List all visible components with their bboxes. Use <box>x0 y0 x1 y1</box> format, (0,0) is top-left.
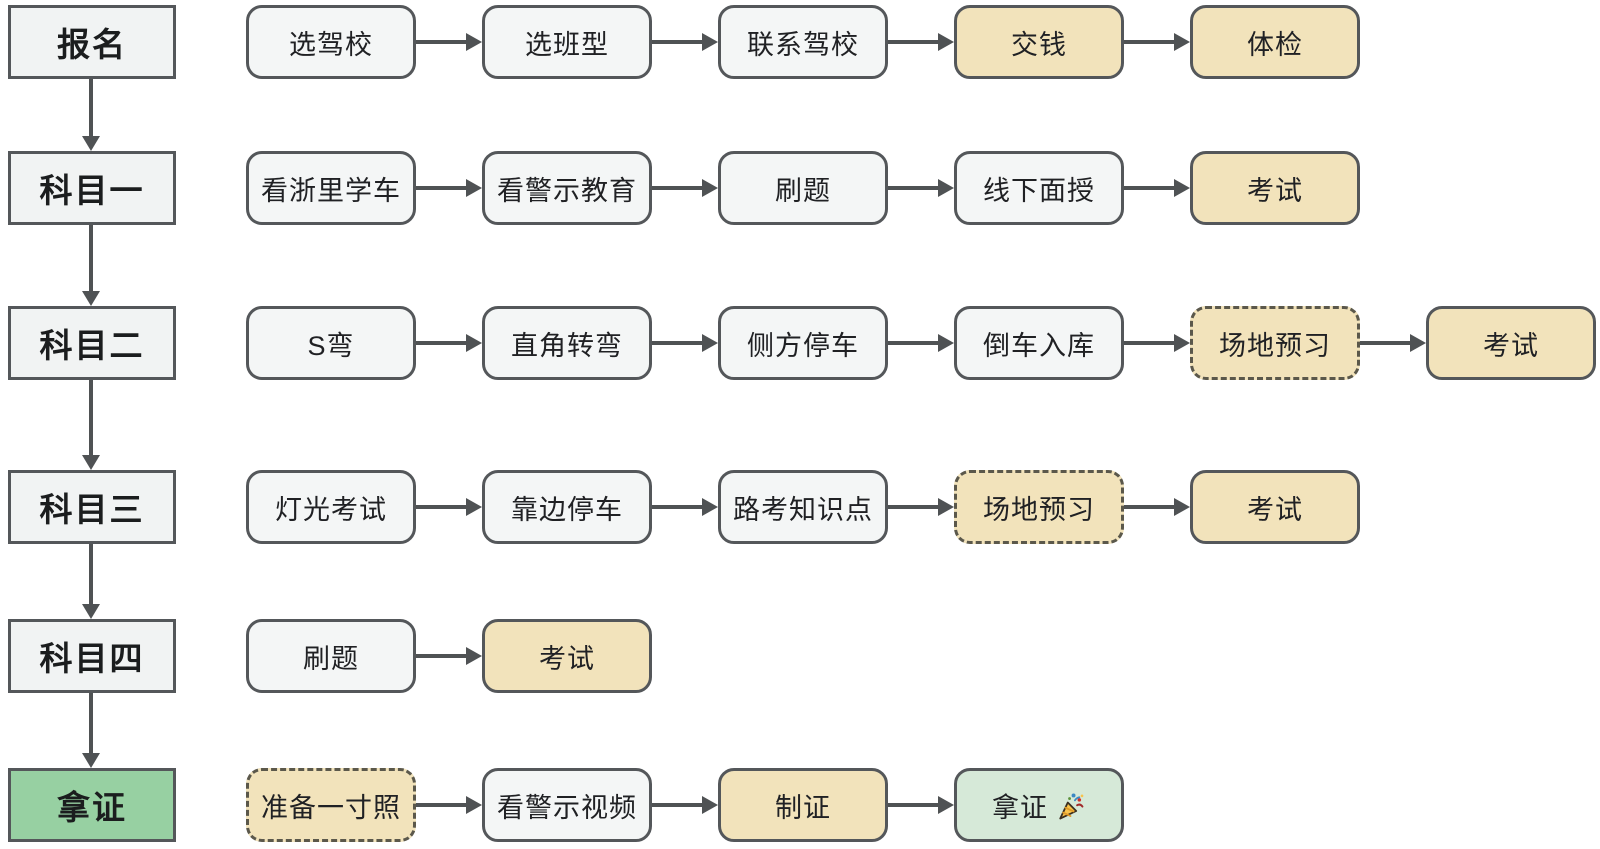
stage-box: 拿证 <box>8 768 176 842</box>
step-label: 拿证 <box>992 792 1048 823</box>
step-flow-arrow-icon <box>1124 177 1190 199</box>
step-label: 交钱 <box>1011 29 1067 60</box>
step-label: S弯 <box>307 330 355 361</box>
step-flow-arrow-icon <box>1124 496 1190 518</box>
step-flow-arrow-icon <box>652 332 718 354</box>
step-label: 靠边停车 <box>511 494 623 525</box>
step-label: 考试 <box>1247 494 1303 525</box>
step-box: 看警示视频 <box>482 768 652 842</box>
step-box: 拿证 <box>954 768 1124 842</box>
stage-box: 报名 <box>8 5 176 79</box>
step-box: 侧方停车 <box>718 306 888 380</box>
step-label: 考试 <box>1483 330 1539 361</box>
step-box: 制证 <box>718 768 888 842</box>
stage-label: 科目二 <box>39 327 145 364</box>
step-box: 路考知识点 <box>718 470 888 544</box>
step-flow-arrow-icon <box>888 332 954 354</box>
step-flow-arrow-icon <box>888 31 954 53</box>
step-label: 选班型 <box>525 29 609 60</box>
step-box: 线下面授 <box>954 151 1124 225</box>
step-box: 交钱 <box>954 5 1124 79</box>
step-box: 联系驾校 <box>718 5 888 79</box>
step-box: 看浙里学车 <box>246 151 416 225</box>
stage-box: 科目三 <box>8 470 176 544</box>
party-popper-icon <box>1059 793 1084 820</box>
step-label: 看警示教育 <box>497 175 637 206</box>
step-label: 看警示视频 <box>497 792 637 823</box>
step-flow-arrow-icon <box>416 31 482 53</box>
step-label: 倒车入库 <box>983 330 1095 361</box>
step-label: 场地预习 <box>983 494 1095 525</box>
step-box: 考试 <box>482 619 652 693</box>
step-box: S弯 <box>246 306 416 380</box>
step-flow-arrow-icon <box>416 177 482 199</box>
step-label: 体检 <box>1247 29 1303 60</box>
stage-box: 科目四 <box>8 619 176 693</box>
step-flow-arrow-icon <box>652 31 718 53</box>
step-flow-arrow-icon <box>416 496 482 518</box>
step-box: 场地预习 <box>1190 306 1360 380</box>
step-flow-arrow-icon <box>652 496 718 518</box>
step-flow-arrow-icon <box>888 794 954 816</box>
step-flow-arrow-icon <box>888 496 954 518</box>
step-flow-arrow-icon <box>416 645 482 667</box>
step-box: 考试 <box>1426 306 1596 380</box>
step-box: 刷题 <box>718 151 888 225</box>
step-flow-arrow-icon <box>416 332 482 354</box>
step-box: 灯光考试 <box>246 470 416 544</box>
step-label: 联系驾校 <box>747 29 859 60</box>
step-label: 线下面授 <box>983 175 1095 206</box>
step-label: 制证 <box>775 792 831 823</box>
stage-label: 科目四 <box>39 640 145 677</box>
step-box: 看警示教育 <box>482 151 652 225</box>
stage-label: 科目三 <box>39 491 145 528</box>
step-label: 灯光考试 <box>275 494 387 525</box>
stage-label: 拿证 <box>57 789 127 826</box>
step-label: 直角转弯 <box>511 330 623 361</box>
stage-flow-arrow-icon <box>80 79 102 151</box>
step-label: 侧方停车 <box>747 330 859 361</box>
step-label: 路考知识点 <box>733 494 873 525</box>
step-box: 场地预习 <box>954 470 1124 544</box>
stage-label: 报名 <box>57 26 127 63</box>
stage-flow-arrow-icon <box>80 380 102 470</box>
step-box: 准备一寸照 <box>246 768 416 842</box>
stage-flow-arrow-icon <box>80 693 102 768</box>
step-label: 场地预习 <box>1219 330 1331 361</box>
step-flow-arrow-icon <box>1124 332 1190 354</box>
step-label: 刷题 <box>303 643 359 674</box>
step-box: 倒车入库 <box>954 306 1124 380</box>
step-box: 直角转弯 <box>482 306 652 380</box>
step-flow-arrow-icon <box>1360 332 1426 354</box>
step-box: 体检 <box>1190 5 1360 79</box>
step-flow-arrow-icon <box>416 794 482 816</box>
step-box: 考试 <box>1190 151 1360 225</box>
step-box: 刷题 <box>246 619 416 693</box>
step-flow-arrow-icon <box>888 177 954 199</box>
step-label: 看浙里学车 <box>261 175 401 206</box>
step-label: 考试 <box>539 643 595 674</box>
stage-box: 科目二 <box>8 306 176 380</box>
stage-flow-arrow-icon <box>80 225 102 306</box>
step-label: 考试 <box>1247 175 1303 206</box>
step-label: 准备一寸照 <box>261 792 401 823</box>
step-flow-arrow-icon <box>652 794 718 816</box>
step-flow-arrow-icon <box>1124 31 1190 53</box>
stage-box: 科目一 <box>8 151 176 225</box>
step-box: 选驾校 <box>246 5 416 79</box>
step-box: 选班型 <box>482 5 652 79</box>
step-flow-arrow-icon <box>652 177 718 199</box>
step-box: 考试 <box>1190 470 1360 544</box>
stage-flow-arrow-icon <box>80 544 102 619</box>
step-box: 靠边停车 <box>482 470 652 544</box>
step-label: 刷题 <box>775 175 831 206</box>
stage-label: 科目一 <box>39 172 145 209</box>
step-label: 选驾校 <box>289 29 373 60</box>
